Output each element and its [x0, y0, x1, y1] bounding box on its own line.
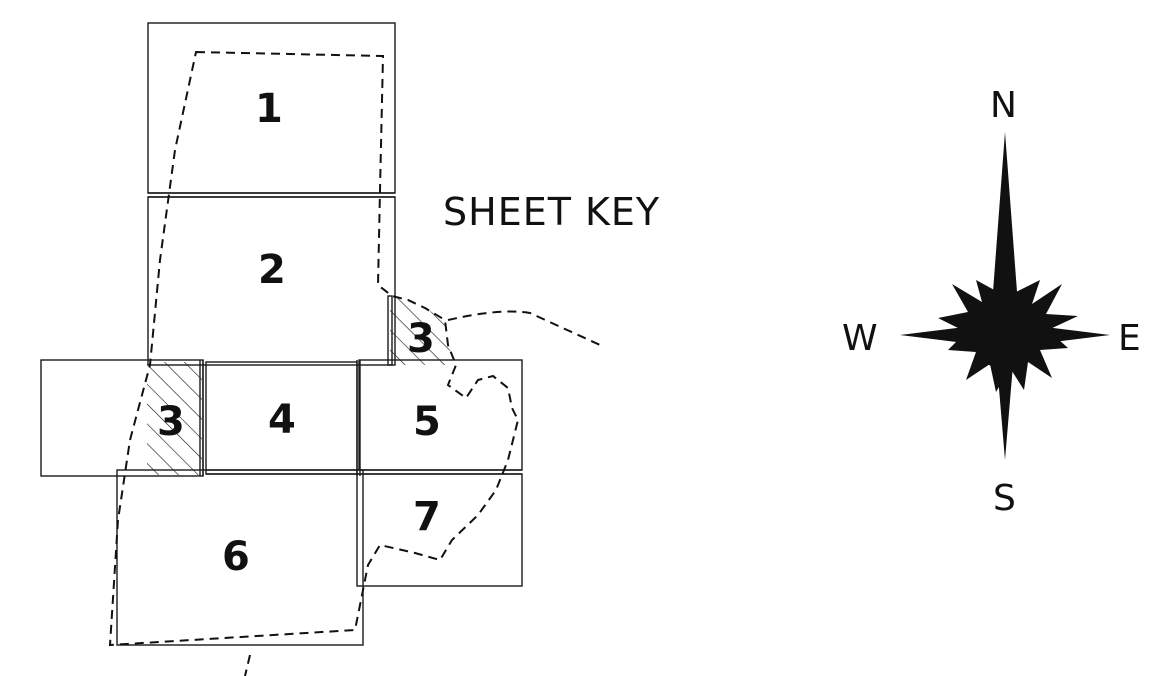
compass-east-label: E	[1118, 318, 1141, 359]
compass-west-label: W	[842, 318, 878, 359]
compass-north-label: N	[990, 85, 1017, 126]
boundary-lines	[108, 50, 601, 676]
sheet-7-label: 7	[413, 494, 441, 540]
boundary-extension-east	[447, 310, 601, 346]
sheet-5-label: 5	[413, 399, 441, 445]
sheet-3-upper-label: 3	[407, 316, 435, 362]
sheet-6-label: 6	[222, 534, 250, 580]
sheet-3-upper-frame[interactable]	[387, 295, 393, 366]
boundary-extension-south	[244, 654, 251, 676]
sheet-1-label: 1	[255, 86, 283, 132]
project-boundary	[108, 50, 520, 647]
sheet-4-label: 4	[268, 397, 296, 443]
sheet-3-upper-hatch	[390, 296, 456, 365]
compass-south-label: S	[993, 478, 1016, 519]
sheet-labels: 1 2 3 3 4 5 6 7	[157, 86, 441, 580]
sheet-3-lower-hatch	[147, 362, 202, 475]
sheet-rectangles	[40, 22, 523, 646]
sheet-key-title: SHEET KEY	[443, 190, 660, 234]
compass-rose-icon	[900, 132, 1110, 460]
sheet-2-label: 2	[258, 247, 286, 293]
sheet-3-lower-label: 3	[157, 399, 185, 445]
